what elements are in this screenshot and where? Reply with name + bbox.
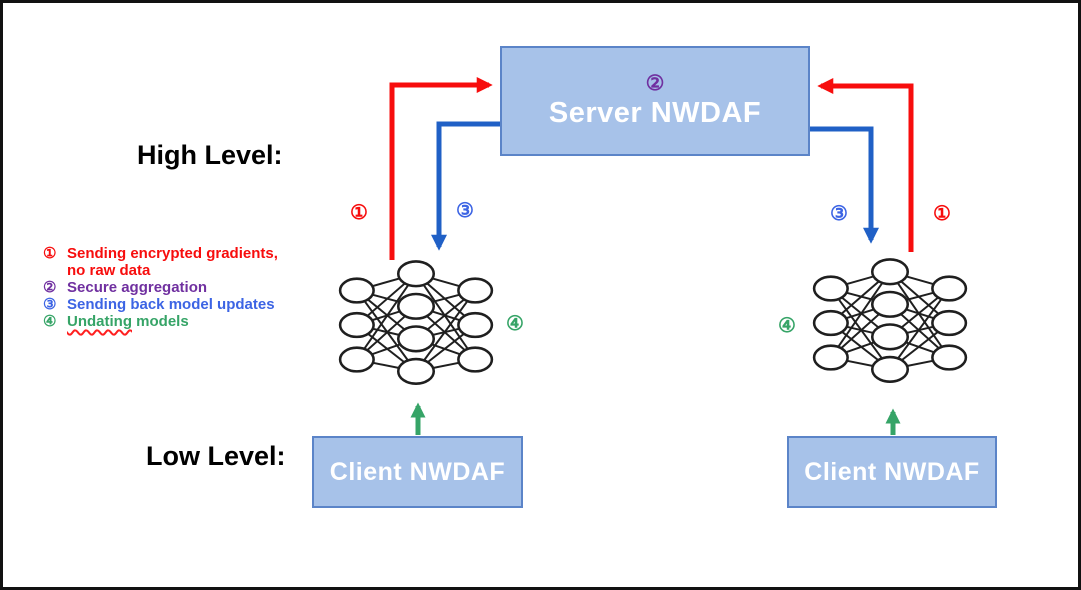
legend-num-1: ① <box>43 245 57 262</box>
legend: ① Sending encrypted gradients, no raw da… <box>43 245 333 330</box>
nn-left-nodes <box>338 260 494 385</box>
client-nwdaf-box-left: Client NWDAF <box>312 436 523 508</box>
flow-marker-left-1: ① <box>350 202 368 224</box>
server-nwdaf-box: ② Server NWDAF <box>500 46 810 156</box>
arrow-left-blue-download <box>430 121 500 251</box>
flow-marker-right-4: ④ <box>778 315 796 337</box>
legend-item-3: ③ Sending back model updates <box>43 296 333 313</box>
arrow-right-red-upload <box>817 77 914 252</box>
flow-marker-left-4: ④ <box>506 313 524 335</box>
legend-num-3: ③ <box>43 296 57 313</box>
neural-network-right <box>812 258 968 383</box>
legend-text-2: Secure aggregation <box>67 279 208 296</box>
server-nwdaf-title: Server NWDAF <box>548 97 762 130</box>
legend-item-1: ① Sending encrypted gradients, no raw da… <box>43 245 333 279</box>
neural-network-left <box>338 260 494 385</box>
legend-text-4: Undating models <box>67 313 189 330</box>
client-nwdaf-left-title: Client NWDAF <box>329 457 506 486</box>
high-level-label: High Level: <box>137 140 283 170</box>
legend-item-4: ④ Undating models <box>43 313 333 330</box>
legend-text-3: Sending back model updates <box>67 296 275 313</box>
legend-item-2: ② Secure aggregation <box>43 279 333 296</box>
client-nwdaf-right-title: Client NWDAF <box>804 457 980 486</box>
legend-text-1: Sending encrypted gradients, no raw data <box>67 245 278 279</box>
flow-marker-right-3: ③ <box>830 203 848 225</box>
legend-misspelled-word: Undating <box>67 313 132 330</box>
flow-marker-left-3: ③ <box>456 200 474 222</box>
step-2-marker: ② <box>645 71 665 95</box>
nn-right-nodes <box>812 258 968 383</box>
arrow-left-red-upload <box>389 76 493 260</box>
legend-num-4: ④ <box>43 313 57 330</box>
flow-marker-right-1: ① <box>933 203 951 225</box>
low-level-label: Low Level: <box>146 441 286 471</box>
client-nwdaf-box-right: Client NWDAF <box>787 436 997 508</box>
legend-num-2: ② <box>43 279 57 296</box>
